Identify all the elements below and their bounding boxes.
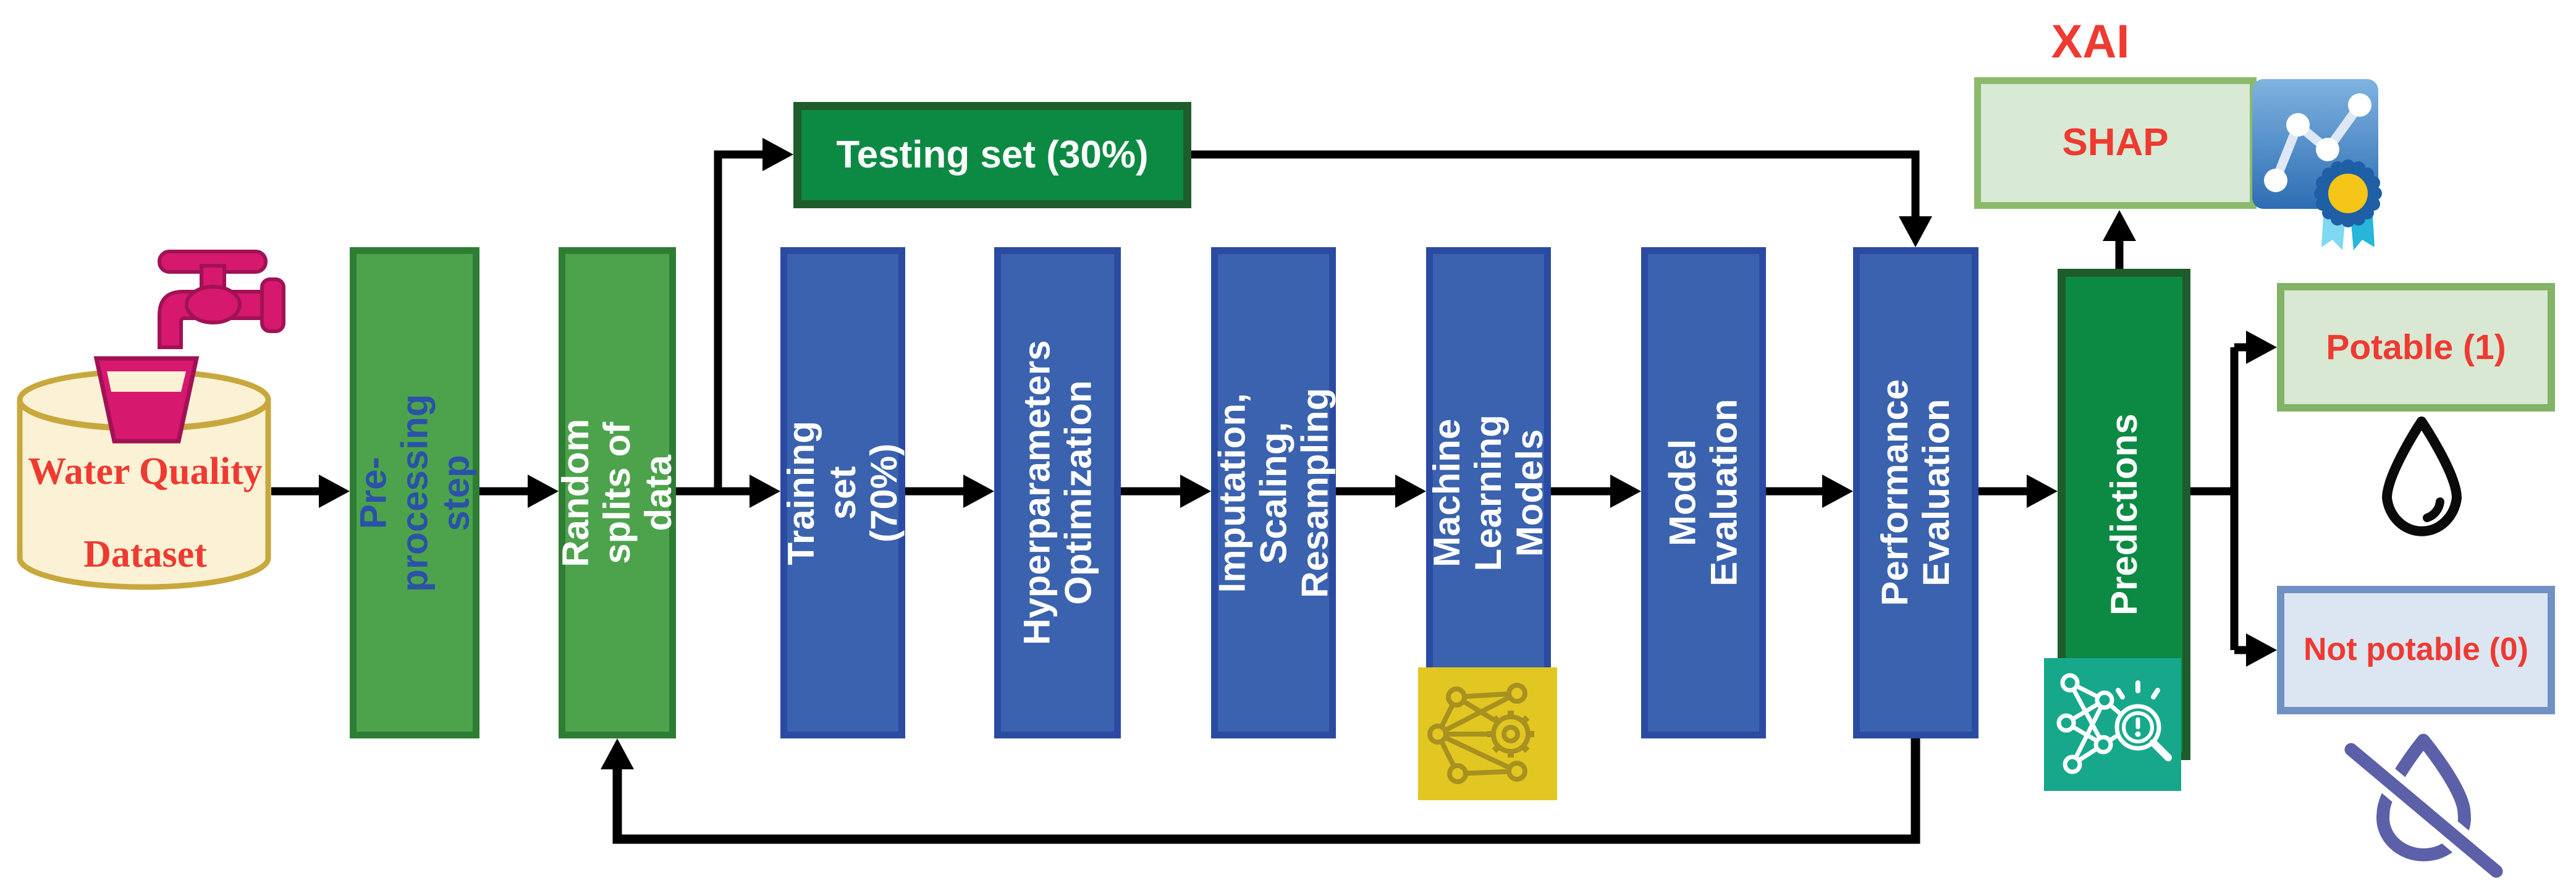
arrowhead-into-testingset	[762, 138, 793, 171]
crossed-water-drop-icon	[2342, 733, 2506, 882]
arrowhead-into-imputation	[1180, 475, 1211, 508]
cup-outline	[93, 356, 200, 444]
arrowhead-into-shap	[2103, 210, 2136, 241]
arrowhead-into-potable	[2246, 331, 2277, 364]
arrowhead-into-predictions	[2027, 475, 2058, 508]
stage-hyperparameters-label: Hyperparameters Optimization	[1016, 340, 1099, 646]
arrowhead-into-randomsplits-bottom	[601, 738, 634, 769]
magnifier-alert	[2114, 680, 2172, 761]
gear-shape	[1487, 711, 1534, 758]
stage-training-set-label: Training set (70%)	[780, 420, 905, 565]
stage-preprocessing: Pre-processing step	[350, 247, 479, 738]
xai-title: XAI	[2051, 15, 2130, 68]
stage-testing-set: Testing set (30%)	[793, 102, 1191, 208]
stage-ml-models-label: Machine Learning Models	[1426, 414, 1551, 572]
stage-performance-evaluation: Performance Evaluation	[1853, 247, 1978, 738]
stage-imputation: Imputation, Scaling, Resampling	[1211, 247, 1336, 738]
dataset-title-line2: Dataset	[83, 533, 207, 575]
outcome-not-potable-label: Not potable (0)	[2304, 632, 2528, 668]
faucet-icon	[158, 250, 285, 349]
line-chart-award-icon	[2252, 79, 2382, 250]
arrowhead-into-randomsplits	[528, 475, 559, 508]
award-rosette	[2314, 159, 2382, 227]
network-magnifier-icon	[2044, 658, 2181, 791]
arrowhead-into-notpotable	[2246, 633, 2277, 667]
faucet-joint	[185, 285, 242, 324]
faucet-cap	[260, 277, 285, 333]
stage-performance-evaluation-label: Performance Evaluation	[1874, 379, 1957, 606]
outcome-not-potable: Not potable (0)	[2277, 586, 2555, 714]
stage-testing-set-label: Testing set (30%)	[836, 133, 1149, 176]
arrowhead-into-preprocessing	[319, 475, 350, 508]
stage-preprocessing-label: Pre-processing step	[352, 394, 477, 592]
stage-shap: SHAP	[1974, 77, 2257, 209]
arrowhead-into-modelevaluation	[1610, 475, 1641, 508]
line-branch-to-testingset	[714, 150, 765, 491]
stage-imputation-label: Imputation, Scaling, Resampling	[1211, 387, 1336, 598]
line-testingset-to-performance	[1191, 150, 1920, 219]
arrowhead-into-trainingset	[750, 475, 780, 508]
stage-training-set: Training set (70%)	[780, 247, 905, 738]
arrowhead-into-performance	[1822, 475, 1853, 508]
stage-ml-models: Machine Learning Models	[1426, 247, 1551, 738]
arrowhead-into-mlmodels	[1395, 475, 1426, 508]
arrowhead-into-performance-top	[1899, 216, 1932, 247]
arrowhead-into-hyperparameters	[963, 475, 994, 508]
stage-model-evaluation-label: Model Evaluation	[1662, 399, 1746, 587]
stage-model-evaluation: Model Evaluation	[1641, 247, 1766, 738]
network-gear-icon	[1418, 667, 1557, 800]
outcome-potable-label: Potable (1)	[2326, 327, 2506, 367]
stage-shap-label: SHAP	[2062, 121, 2169, 164]
dataset-title-line1: Water Quality	[28, 450, 263, 492]
stage-random-splits-label: Random splits of data	[555, 418, 680, 567]
line-feedback-loop	[612, 738, 1920, 844]
cup-band	[107, 371, 186, 392]
water-drop-icon	[2382, 416, 2462, 536]
badge-chart-line	[2271, 100, 2365, 185]
cup-icon	[93, 356, 200, 444]
stage-random-splits: Random splits of data	[555, 247, 680, 738]
outcome-potable: Potable (1)	[2277, 283, 2555, 412]
stage-hyperparameters: Hyperparameters Optimization	[994, 247, 1121, 738]
stage-predictions-label: Predictions	[2103, 413, 2145, 615]
line-predictions-to-junction	[2190, 343, 2249, 654]
